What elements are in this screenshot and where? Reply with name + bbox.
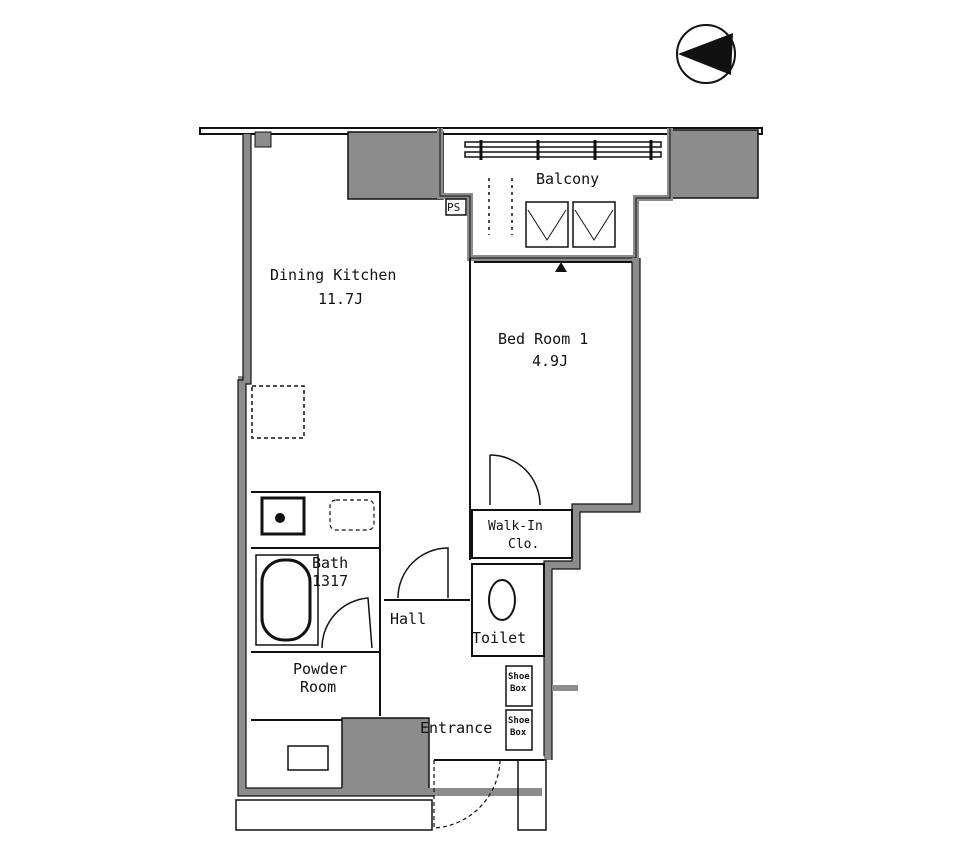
room-label-ps: PS (447, 201, 461, 214)
room-label-bedroom-1: Bed Room 1 (498, 330, 589, 348)
room-label-bath: Bath (312, 554, 349, 572)
room-label-powder-line2: Room (300, 678, 337, 696)
north-arrow-icon (676, 24, 736, 84)
room-label-entrance: Entrance (420, 719, 493, 737)
room-label-powder-line1: Powder (293, 660, 348, 678)
room-label-dining-kitchen: Dining Kitchen (270, 266, 397, 284)
room-label-walkin-line2: Clo. (508, 537, 540, 552)
room-area-dining-kitchen: 11.7J (318, 290, 364, 308)
room-label-toilet: Toilet (472, 629, 527, 647)
shoe-box-1-line1: Shoe (508, 672, 530, 682)
room-area-bedroom-1: 4.9J (532, 352, 569, 370)
shoe-box-1-line2: Box (510, 684, 527, 694)
room-size-bath: 1317 (312, 572, 349, 590)
shoe-box-2-line2: Box (510, 728, 527, 738)
room-label-hall: Hall (390, 610, 427, 628)
room-label-walkin-line1: Walk-In (488, 519, 543, 534)
shoe-box-2-line1: Shoe (508, 716, 530, 726)
room-label-balcony: Balcony (536, 170, 600, 188)
